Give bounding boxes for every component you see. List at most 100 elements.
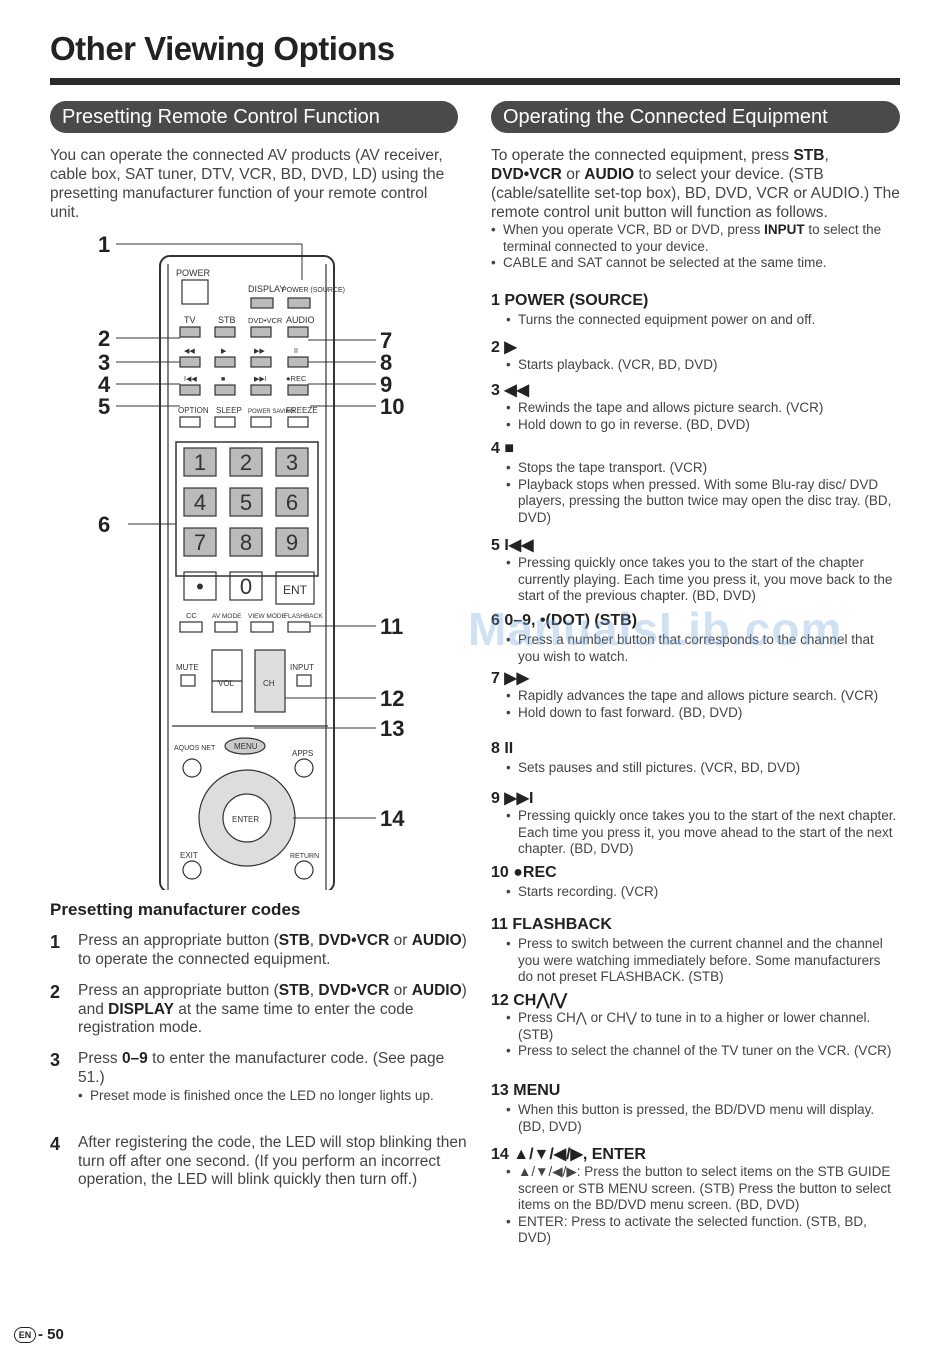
sleep-label: SLEEP [216,406,242,415]
pause-label: II [294,348,298,355]
item-9-bullets: Pressing quickly once takes you to the s… [506,808,898,858]
item-4-heading: 4 ■ [491,440,515,457]
item-8-heading: 8 II [491,740,514,757]
callout-1: 1 [98,232,110,257]
item-4-bullet: Stops the tape transport. (VCR) [506,460,898,477]
power-saving-label: POWER SAVING [248,409,295,415]
key-5: 5 [240,490,252,515]
item-1-bullet: Turns the connected equipment power on a… [506,312,898,329]
right-intro: To operate the connected equipment, pres… [491,147,900,221]
key-0: 0 [240,574,252,599]
item-10-heading: 10 ●REC [491,864,557,881]
item-7-bullet: Rapidly advances the tape and allows pic… [506,688,898,705]
key-ent: ENT [283,583,308,597]
presetting-codes-heading: Presetting manufacturer codes [50,900,301,919]
next-label: ▶▶I [254,376,267,383]
item-10-bullet: Starts recording. (VCR) [506,884,898,901]
item-5-heading: 5 I◀◀ [491,537,534,554]
item-12-bullets: Press CH⋀ or CH⋁ to tune in to a higher … [506,1010,898,1060]
enter-label: ENTER [232,815,259,824]
page-number: - 50 [38,1326,64,1343]
option-label: OPTION [178,406,209,415]
item-12-bullet: Press to select the channel of the TV tu… [506,1043,898,1060]
callout-9: 9 [380,372,392,397]
remote-control-illustration: POWER DISPLAY POWER (SOURCE) TV STB DVD•… [98,232,405,890]
remote-body [159,255,335,890]
right-note-2: CABLE and SAT cannot be selected at the … [491,255,903,272]
mute-label: MUTE [176,663,199,672]
rec-label: ●REC [286,374,307,383]
key-7: 7 [194,530,206,555]
language-badge: EN [14,1327,36,1344]
item-8-bullet: Sets pauses and still pictures. (VCR, BD… [506,760,898,777]
item-2-bullets: Starts playback. (VCR, BD, DVD) [506,357,898,374]
callout-3: 3 [98,350,110,375]
rew-label: ◀◀ [184,348,195,355]
step-3-text: Press 0–9 to enter the manufacturer code… [78,1050,445,1086]
item-12-bullet: Press CH⋀ or CH⋁ to tune in to a higher … [506,1010,898,1043]
prev-label: I◀◀ [184,376,197,383]
key-1: 1 [194,450,206,475]
key-dot: • [196,574,204,599]
item-11-bullet: Press to switch between the current chan… [506,936,898,986]
step-1-number: 1 [50,932,61,952]
step-3-number: 3 [50,1050,61,1070]
item-5-bullets: Pressing quickly once takes you to the s… [506,555,898,605]
item-4-bullet: Playback stops when pressed. With some B… [506,477,898,527]
stb-label: STB [218,315,236,325]
key-2: 2 [240,450,252,475]
item-5-bullet: Pressing quickly once takes you to the s… [506,555,898,605]
callout-4: 4 [98,372,111,397]
display-label: DISPLAY [248,284,285,294]
item-6-bullet: Press a number button that corresponds t… [506,632,898,665]
item-6-bullets: Press a number button that corresponds t… [506,632,898,665]
title-rule [50,78,900,85]
item-14-heading: 14 ▲/▼/◀/▶, ENTER [491,1146,646,1163]
item-3-bullet: Hold down to go in reverse. (BD, DVD) [506,417,898,434]
item-4-bullets: Stops the tape transport. (VCR)Playback … [506,460,898,526]
item-7-bullet: Hold down to fast forward. (BD, DVD) [506,705,898,722]
step-1-text: Press an appropriate button (STB, DVD•VC… [78,932,467,968]
play-label: ▶ [221,348,227,355]
aquos-net-label: AQUOS NET [174,745,216,752]
item-8-bullets: Sets pauses and still pictures. (VCR, BD… [506,760,898,777]
freeze-label: FREEZE [286,406,318,415]
key-3: 3 [286,450,298,475]
viewmode-label: VIEW MODE [248,613,287,620]
right-note-1: When you operate VCR, BD or DVD, press I… [491,222,903,255]
flashback-label: FLASHBACK [284,613,323,620]
right-section-banner: Operating the Connected Equipment [491,101,900,133]
step-2-number: 2 [50,982,61,1002]
dvdvcr-label: DVD•VCR [248,316,283,325]
page-title: Other Viewing Options [50,30,395,67]
item-1-heading: 1 POWER (SOURCE) [491,292,649,309]
item-10-bullets: Starts recording. (VCR) [506,884,898,901]
audio-label: AUDIO [286,315,315,325]
stop-label: ■ [221,376,225,383]
key-4: 4 [194,490,206,515]
item-3-bullet: Rewinds the tape and allows picture sear… [506,400,898,417]
callout-5: 5 [98,394,110,419]
item-2-heading: 2 ▶ [491,339,517,356]
input-label: INPUT [290,663,314,672]
step-3-notes: Preset mode is finished once the LED no … [78,1088,468,1105]
key-8: 8 [240,530,252,555]
avmode-label: AV MODE [212,613,242,620]
left-section-banner: Presetting Remote Control Function [50,101,458,133]
power-source-label: POWER (SOURCE) [282,287,345,294]
item-3-bullets: Rewinds the tape and allows picture sear… [506,400,898,433]
step-3-note: Preset mode is finished once the LED no … [78,1088,468,1105]
item-13-bullets: When this button is pressed, the BD/DVD … [506,1102,898,1135]
left-intro: You can operate the connected AV product… [50,147,445,221]
item-7-bullets: Rapidly advances the tape and allows pic… [506,688,898,721]
step-2-text: Press an appropriate button (STB, DVD•VC… [78,982,467,1036]
callout-2: 2 [98,326,110,351]
tv-label: TV [184,315,196,325]
menu-label: MENU [234,742,258,751]
item-14-bullet: ENTER: Press to activate the selected fu… [506,1214,898,1247]
item-14-bullet: ▲/▼/◀/▶: Press the button to select item… [506,1164,898,1214]
item-6-heading: 6 0–9, •(DOT) (STB) [491,612,638,629]
item-3-heading: 3 ◀◀ [491,382,529,399]
callout-13: 13 [380,716,404,741]
item-2-bullet: Starts playback. (VCR, BD, DVD) [506,357,898,374]
